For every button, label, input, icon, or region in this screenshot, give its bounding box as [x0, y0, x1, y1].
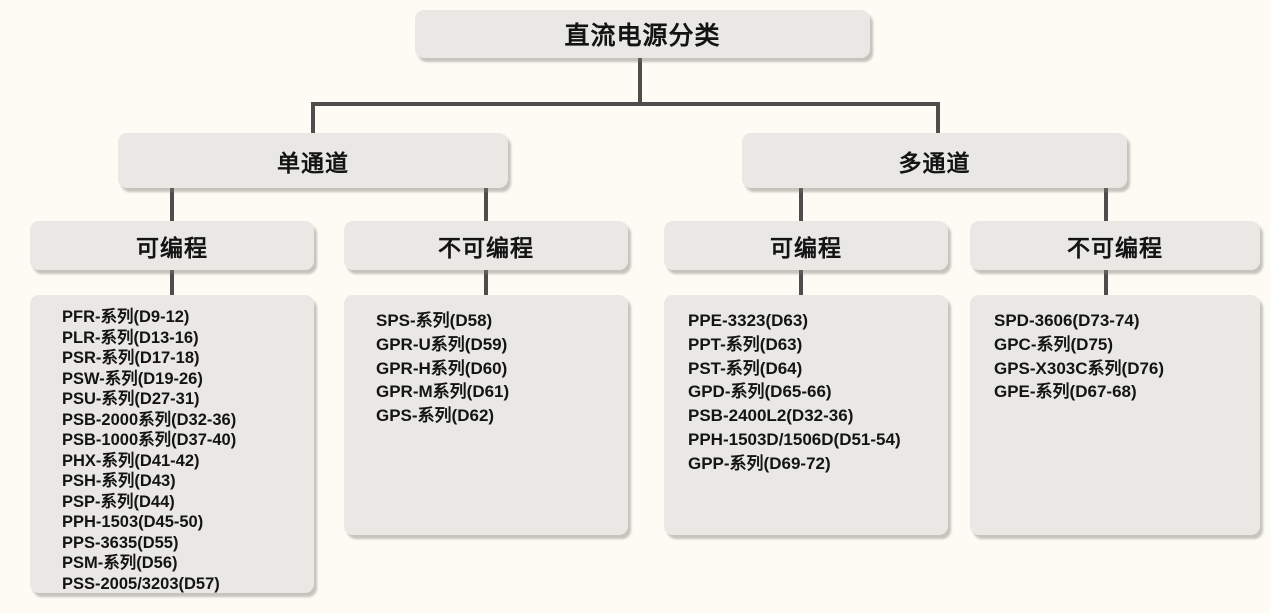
- leaf-multi-programmable-series: PPE-3323(D63) PPT-系列(D63) PST-系列(D64) GPD-系…: [664, 295, 948, 535]
- series-item: PPH-1503D/1506D(D51-54): [688, 429, 901, 449]
- series-item: PSB-2000系列(D32-36): [62, 410, 237, 429]
- series-item: GPC-系列(D75): [994, 334, 1114, 354]
- series-list-single-nonprogrammable: SPS-系列(D58) GPR-U系列(D59) GPR-H系列(D60) GPR-M…: [344, 295, 628, 428]
- series-item: GPR-H系列(D60): [376, 358, 508, 378]
- series-item: GPR-M系列(D61): [376, 382, 510, 402]
- series-item: GPE-系列(D67-68): [994, 382, 1137, 402]
- leaf-multi-nonprogrammable-series: SPD-3606(D73-74) GPC-系列(D75) GPS-X303C系列(D…: [970, 295, 1260, 535]
- node-multi-programmable-label: 可编程: [770, 234, 842, 261]
- leaf-single-programmable-series: PFR-系列(D9-12) PLR-系列(D13-16) PSR-系列(D17-18…: [30, 295, 314, 593]
- series-list-single-programmable: PFR-系列(D9-12) PLR-系列(D13-16) PSR-系列(D17-18…: [30, 295, 314, 594]
- connector-programmable-to-list-2: [799, 269, 803, 295]
- node-single-programmable: 可编程: [30, 221, 314, 270]
- series-item: PSB-1000系列(D37-40): [62, 431, 237, 449]
- series-item: PSS-2005/3203(D57): [62, 574, 220, 593]
- connector-nonprogrammable-to-list-2: [1104, 269, 1108, 295]
- series-item: PSH-系列(D43): [62, 472, 176, 490]
- connector-single-to-programmable: [170, 187, 174, 221]
- node-multi-programmable: 可编程: [664, 221, 948, 270]
- series-item: PSR-系列(D17-18): [62, 349, 200, 367]
- series-item: GPS-系列(D62): [376, 406, 495, 426]
- series-item: PPH-1503(D45-50): [62, 513, 204, 531]
- series-item: GPP-系列(D69-72): [688, 453, 831, 473]
- series-item: PHX-系列(D41-42): [62, 451, 200, 470]
- node-multi-nonprogrammable-label: 不可编程: [1067, 234, 1163, 261]
- connector-programmable-to-list-1: [170, 269, 174, 295]
- series-item: PSW-系列(D19-26): [62, 369, 203, 388]
- node-multi-nonprogrammable: 不可编程: [970, 221, 1260, 270]
- series-item: GPS-X303C系列(D76): [994, 358, 1165, 378]
- series-list-multi-nonprogrammable: SPD-3606(D73-74) GPC-系列(D75) GPS-X303C系列(D…: [970, 295, 1260, 404]
- series-item: PFR-系列(D9-12): [62, 308, 190, 326]
- connector-drop-single-channel: [311, 102, 315, 134]
- series-list-multi-programmable: PPE-3323(D63) PPT-系列(D63) PST-系列(D64) GPD-系…: [664, 295, 948, 476]
- series-item: PST-系列(D64): [688, 358, 803, 378]
- series-item: SPD-3606(D73-74): [994, 311, 1140, 330]
- series-item: PPS-3635(D55): [62, 533, 179, 552]
- series-item: PSB-2400L2(D32-36): [688, 406, 854, 426]
- node-root-label: 直流电源分类: [564, 22, 721, 50]
- node-single-nonprogrammable-label: 不可编程: [438, 234, 534, 261]
- connector-nonprogrammable-to-list-1: [484, 269, 488, 295]
- series-item: PPT-系列(D63): [688, 334, 803, 354]
- node-single-channel: 单通道: [118, 133, 508, 188]
- series-item: GPR-U系列(D59): [376, 334, 508, 354]
- series-item: PSU-系列(D27-31): [62, 390, 200, 408]
- connector-single-to-nonprogrammable: [484, 187, 488, 221]
- node-single-nonprogrammable: 不可编程: [344, 221, 628, 270]
- series-item: PSP-系列(D44): [62, 492, 175, 511]
- connector-root-vertical: [638, 57, 642, 106]
- node-single-channel-label: 单通道: [277, 149, 349, 176]
- series-item: SPS-系列(D58): [376, 311, 493, 330]
- connector-multi-to-programmable: [799, 187, 803, 221]
- connector-multi-to-nonprogrammable: [1104, 187, 1108, 221]
- node-multi-channel: 多通道: [742, 133, 1127, 188]
- series-item: PSM-系列(D56): [62, 554, 178, 572]
- node-multi-channel-label: 多通道: [898, 149, 971, 176]
- node-single-programmable-label: 可编程: [136, 234, 208, 261]
- series-item: PLR-系列(D13-16): [62, 328, 199, 347]
- leaf-single-nonprogrammable-series: SPS-系列(D58) GPR-U系列(D59) GPR-H系列(D60) GPR-M…: [344, 295, 628, 535]
- connector-level1-horizontal: [311, 102, 940, 106]
- node-root: 直流电源分类: [415, 10, 870, 58]
- series-item: GPD-系列(D65-66): [688, 382, 832, 402]
- connector-drop-multi-channel: [936, 102, 940, 134]
- series-item: PPE-3323(D63): [688, 311, 809, 330]
